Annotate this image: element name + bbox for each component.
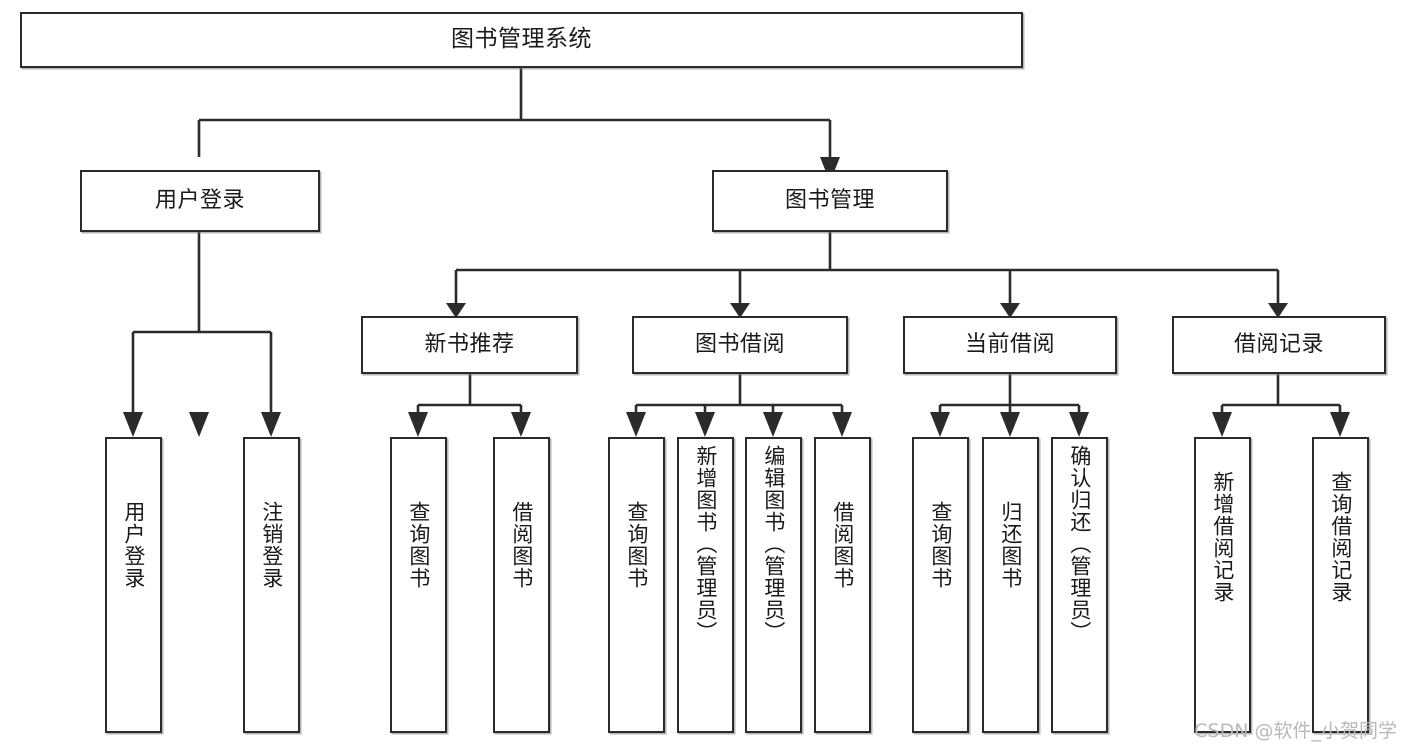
node-user-login[interactable]: 用户登录 (80, 170, 320, 232)
leaf-query-borrow-record[interactable]: 查询借阅记录 (1312, 437, 1369, 733)
node-label: 新增借阅记录 (1210, 471, 1235, 603)
node-current-borrow[interactable]: 当前借阅 (903, 316, 1117, 374)
node-label: 借阅图书 (830, 501, 855, 589)
node-label: 查询借阅记录 (1328, 471, 1353, 603)
leaf-query-book-current[interactable]: 查询图书 (912, 437, 969, 733)
node-label: 借阅图书 (509, 501, 534, 589)
node-label: 当前借阅 (964, 331, 1055, 357)
leaf-add-book-admin[interactable]: 新增图书（管理员） (677, 437, 734, 733)
node-label: 用户登录 (121, 501, 146, 589)
csdn-watermark: CSDN @软件_小贺同学 (1194, 720, 1397, 742)
leaf-borrow-book[interactable]: 借阅图书 (814, 437, 871, 733)
node-label: 查询图书 (624, 501, 649, 589)
leaf-borrow-book-recommend[interactable]: 借阅图书 (493, 437, 550, 733)
node-label: 用户登录 (154, 187, 245, 213)
node-label: 借阅记录 (1233, 331, 1324, 357)
leaf-query-book-borrow[interactable]: 查询图书 (608, 437, 665, 733)
leaf-user-login[interactable]: 用户登录 (105, 437, 162, 733)
node-borrow-record[interactable]: 借阅记录 (1172, 316, 1386, 374)
node-label: 确认归还（管理员） (1067, 445, 1092, 643)
node-book-management[interactable]: 图书管理 (712, 170, 948, 232)
leaf-logout-login[interactable]: 注销登录 (243, 437, 300, 733)
leaf-edit-book-admin[interactable]: 编辑图书（管理员） (745, 437, 802, 733)
leaf-return-book[interactable]: 归还图书 (982, 437, 1039, 733)
node-label: 新增图书（管理员） (693, 445, 718, 643)
leaf-confirm-return-admin[interactable]: 确认归还（管理员） (1051, 437, 1108, 733)
node-label: 新书推荐 (424, 331, 515, 357)
node-label: 查询图书 (928, 501, 953, 589)
node-label: 归还图书 (998, 501, 1023, 589)
node-new-book-recommend[interactable]: 新书推荐 (361, 316, 578, 374)
leaf-query-book-recommend[interactable]: 查询图书 (390, 437, 447, 733)
node-root-book-management-system[interactable]: 图书管理系统 (20, 12, 1023, 68)
node-label: 查询图书 (406, 501, 431, 589)
node-book-borrow[interactable]: 图书借阅 (632, 316, 848, 374)
node-label: 图书管理 (784, 187, 875, 213)
leaf-add-borrow-record[interactable]: 新增借阅记录 (1194, 437, 1251, 733)
node-label: 编辑图书（管理员） (761, 445, 786, 643)
node-label: 注销登录 (259, 501, 284, 589)
node-label: 图书借阅 (694, 331, 785, 357)
node-label: 图书管理系统 (451, 26, 592, 53)
